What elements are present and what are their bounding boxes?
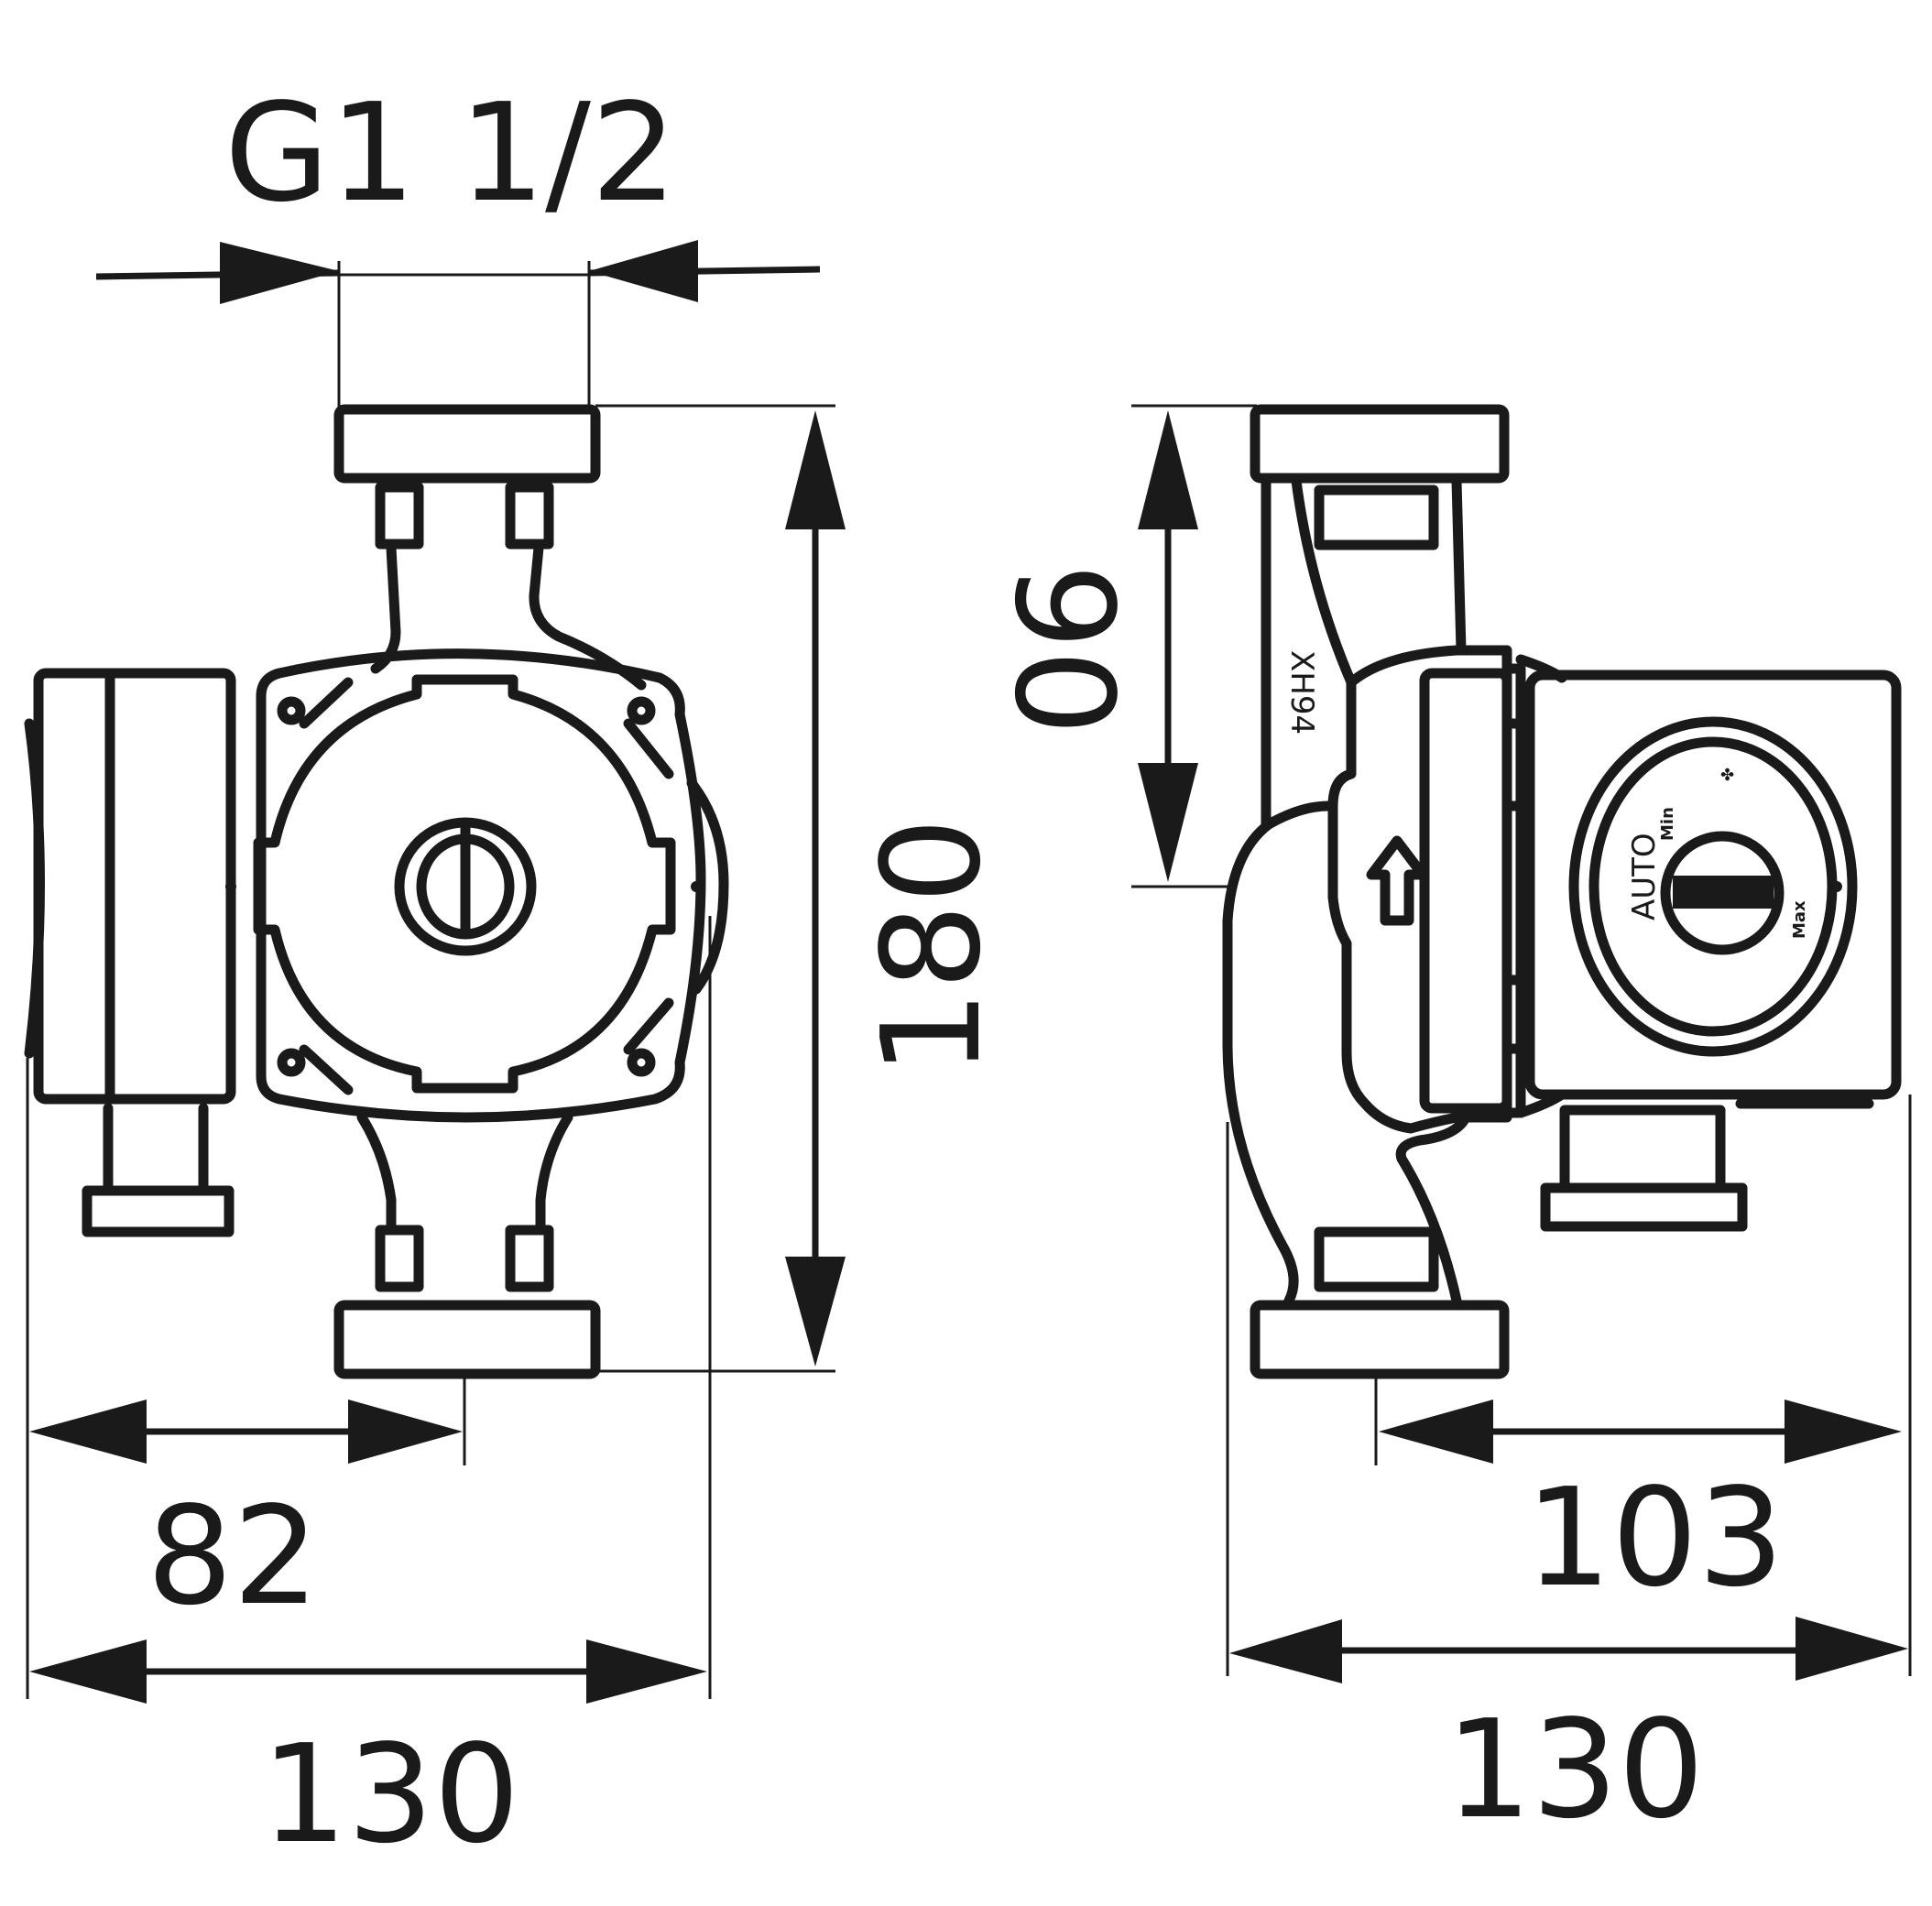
front-neck-left	[370, 542, 401, 674]
side-top-flange	[1250, 404, 1510, 484]
front-total-width: 130	[261, 1715, 520, 1873]
mode-auto-label: AUTO	[1626, 833, 1663, 920]
side-partial-width: 103	[1525, 1459, 1785, 1617]
thread-dimension: G1 1/2	[224, 74, 677, 232]
flow-direction-arrow	[1366, 835, 1428, 926]
height-arrow-top	[785, 410, 846, 529]
front-partial-width: 82	[147, 1477, 319, 1635]
mode-selector-knob[interactable]	[1660, 831, 1785, 955]
side-motor-ring	[1419, 668, 1512, 1114]
front-top-flange	[333, 404, 601, 484]
fan-icon: ✤	[1720, 766, 1734, 785]
axis-height-dimension: 90	[985, 563, 1142, 735]
height-arrow-bottom	[785, 1257, 846, 1367]
side-dimensions: 90 103 130	[985, 404, 1912, 1848]
front-top-bolt-left	[375, 482, 424, 550]
side-control-box	[1524, 670, 1902, 1100]
partial-width-arrow-right	[348, 1400, 463, 1464]
height-dimension: 180	[853, 818, 1010, 1077]
front-view	[24, 404, 729, 1379]
front-bolt-tr	[627, 696, 656, 725]
front-bolt-tl	[277, 696, 306, 725]
side-bottom-nut	[1314, 1226, 1439, 1292]
front-lower-neck-left	[356, 1112, 397, 1236]
side-cable-gland-base	[1540, 1182, 1748, 1232]
mode-min-label: Min	[1658, 807, 1677, 841]
front-terminal-cover	[24, 718, 45, 1059]
side-marking: XH94	[1283, 650, 1320, 735]
axis-arrow-bottom	[1138, 763, 1198, 882]
side-partial-arrow-left	[1379, 1400, 1493, 1464]
thread-arrow-right	[589, 240, 698, 302]
side-bottom-flange	[1250, 1300, 1510, 1379]
front-bolt-bl	[277, 1048, 306, 1077]
partial-width-arrow-left	[29, 1400, 147, 1464]
side-top-nut	[1314, 485, 1439, 550]
front-width-arrow-right	[586, 1639, 707, 1704]
side-pump-body	[1327, 645, 1512, 1134]
front-bottom-bolt-left	[375, 1225, 424, 1292]
side-view: ✤ AUTO Min Max XH94	[1222, 404, 1902, 1379]
front-terminal-box	[33, 668, 236, 1105]
mode-max-label: Max	[1790, 900, 1809, 939]
front-cable-gland	[82, 1185, 235, 1237]
mode-selector-pointer	[1673, 876, 1774, 909]
axis-arrow-top	[1138, 410, 1198, 529]
front-motor-body	[253, 674, 676, 1094]
front-dimensions: G1 1/2 180 82 130	[26, 74, 1010, 1873]
front-bottom-bolt-right	[505, 1225, 554, 1292]
front-width-arrow-left	[29, 1639, 147, 1704]
side-total-width: 130	[1446, 1691, 1705, 1848]
side-cable-gland	[1559, 1105, 1726, 1193]
front-top-bolt-right	[505, 482, 554, 550]
side-width-arrow-left	[1229, 1619, 1342, 1683]
front-bolt-br	[627, 1048, 656, 1077]
control-ring-outer	[1568, 716, 1858, 1057]
front-bottom-flange	[333, 1300, 601, 1379]
side-width-arrow-right	[1796, 1617, 1908, 1681]
front-housing	[256, 648, 706, 1123]
front-lower-neck-right	[535, 1112, 573, 1236]
side-partial-arrow-right	[1785, 1400, 1902, 1464]
side-body-curve	[1222, 801, 1334, 1306]
thread-arrow-left	[220, 242, 339, 304]
